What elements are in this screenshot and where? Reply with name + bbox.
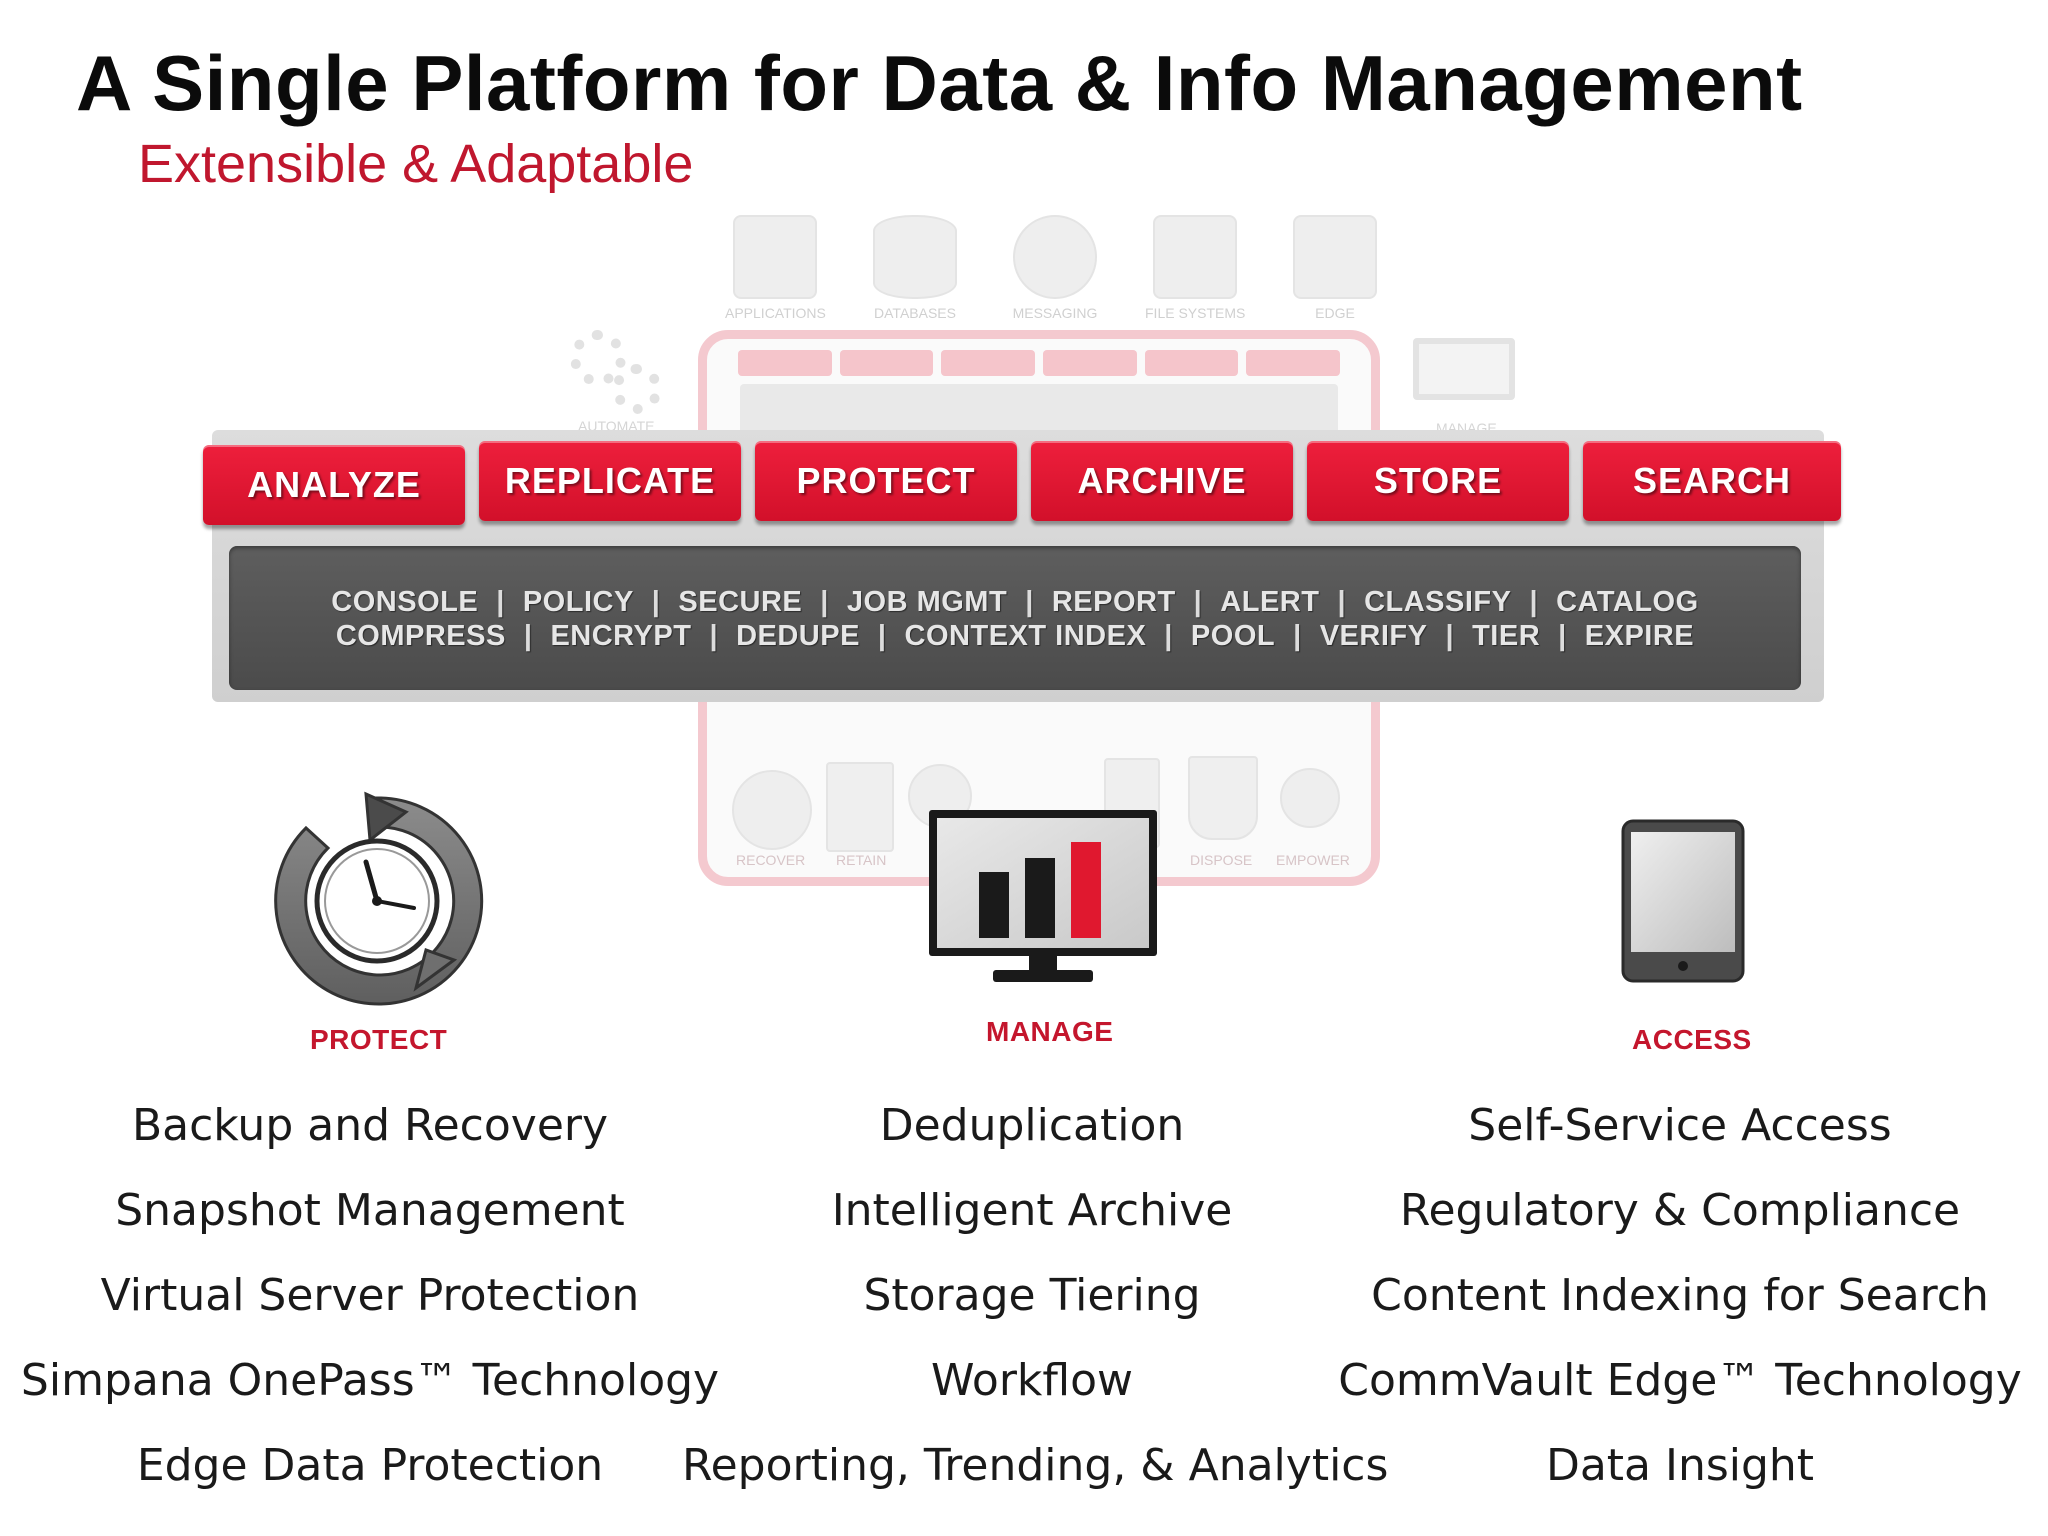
list-item: Reporting, Trending, & Analytics bbox=[682, 1440, 1389, 1491]
service-compress: COMPRESS bbox=[335, 619, 506, 652]
service-expire: EXPIRE bbox=[1584, 619, 1695, 652]
background-label: RETAIN bbox=[836, 852, 887, 868]
list-item: Snapshot Management bbox=[115, 1185, 625, 1236]
empower-icon bbox=[1280, 768, 1340, 828]
service-separator: | bbox=[1445, 619, 1455, 652]
background-label: APPLICATIONS bbox=[725, 305, 826, 321]
service-job-mgmt: JOB MGMT bbox=[846, 585, 1008, 618]
list-item: Virtual Server Protection bbox=[100, 1270, 640, 1321]
applications-icon: APPLICATIONS bbox=[725, 215, 826, 321]
service-tier: TIER bbox=[1472, 619, 1541, 652]
service-separator: | bbox=[1293, 619, 1302, 652]
list-item: Backup and Recovery bbox=[131, 1100, 609, 1151]
service-separator: | bbox=[1337, 585, 1347, 618]
databases-icon: DATABASES bbox=[865, 215, 965, 321]
service-separator: | bbox=[496, 585, 505, 618]
pillar-label-manage: MANAGE bbox=[986, 1016, 1114, 1047]
manage-monitor-icon bbox=[1413, 338, 1515, 400]
background-label: DISPOSE bbox=[1190, 852, 1253, 868]
action-protect: PROTECT bbox=[755, 441, 1017, 521]
service-separator: | bbox=[820, 585, 829, 618]
service-console: CONSOLE bbox=[331, 585, 479, 618]
background-label: RECOVER bbox=[736, 852, 806, 868]
service-report: REPORT bbox=[1051, 585, 1176, 618]
background-bottom-icons: RECOVER RETAIN DISPOSE EMPOWER bbox=[728, 752, 1368, 872]
pillar-label-access: ACCESS bbox=[1632, 1024, 1752, 1055]
services-row-1: CONSOLE | POLICY | SECURE | JOB MGMT | REPORT | AL… bbox=[229, 582, 1801, 622]
file-systems-icon: FILE SYSTEMS bbox=[1145, 215, 1245, 321]
service-separator: | bbox=[1529, 585, 1539, 618]
list-item: Content Indexing for Search bbox=[1371, 1270, 1989, 1321]
service-classify: CLASSIFY bbox=[1364, 585, 1512, 618]
service-alert: ALERT bbox=[1220, 585, 1320, 618]
service-separator: | bbox=[877, 619, 887, 652]
action-store: STORE bbox=[1307, 441, 1569, 521]
service-separator: | bbox=[523, 619, 533, 652]
service-pool: POOL bbox=[1190, 619, 1276, 652]
list-item: Data Insight bbox=[1545, 1440, 1815, 1491]
page-title: A Single Platform for Data & Info Manage… bbox=[76, 39, 1803, 127]
list-item: Edge Data Protection bbox=[136, 1440, 604, 1491]
service-verify: VERIFY bbox=[1319, 619, 1428, 652]
recover-icon bbox=[732, 770, 812, 850]
list-item: Regulatory & Compliance bbox=[1399, 1185, 1961, 1236]
background-top-icons: APPLICATIONS DATABASES MESSAGING FILE SY… bbox=[725, 215, 1385, 325]
service-dedupe: DEDUPE bbox=[736, 619, 860, 652]
background-action-row bbox=[738, 350, 1341, 376]
service-encrypt: ENCRYPT bbox=[550, 619, 692, 652]
service-separator: | bbox=[1193, 585, 1203, 618]
service-secure: SECURE bbox=[678, 585, 803, 618]
action-archive: ARCHIVE bbox=[1031, 441, 1293, 521]
list-item: Deduplication bbox=[879, 1100, 1185, 1151]
background-label: MESSAGING bbox=[1012, 305, 1098, 321]
service-separator: | bbox=[651, 585, 661, 618]
action-analyze: ANALYZE bbox=[203, 445, 465, 525]
service-policy: POLICY bbox=[522, 585, 634, 618]
background-service-row bbox=[740, 384, 1338, 434]
service-separator: | bbox=[1558, 619, 1567, 652]
service-separator: | bbox=[709, 619, 719, 652]
background-label: EMPOWER bbox=[1276, 852, 1350, 868]
services-panel: CONSOLE|POLICY|SECURE|JOB MGMT|REPORT|AL… bbox=[229, 546, 1801, 690]
page-subtitle: Extensible & Adaptable bbox=[138, 134, 694, 194]
monitor-chart-icon bbox=[929, 810, 1157, 982]
tablet-icon bbox=[1621, 819, 1745, 983]
list-item: Storage Tiering bbox=[863, 1270, 1201, 1321]
services-row-2: COMPRESS | ENCRYPT | DEDUPE | CONTEXT INDEX | PO… bbox=[229, 616, 1801, 656]
action-search: SEARCH bbox=[1583, 441, 1841, 521]
background-label: FILE SYSTEMS bbox=[1145, 305, 1246, 321]
retain-icon bbox=[826, 762, 894, 852]
list-item: Self-Service Access bbox=[1468, 1100, 1892, 1151]
automate-gears-icon bbox=[570, 330, 670, 420]
service-context-index: CONTEXT INDEX bbox=[904, 619, 1147, 652]
dispose-icon bbox=[1188, 756, 1258, 840]
edge-laptop-icon: EDGE bbox=[1285, 215, 1385, 321]
background-label: EDGE bbox=[1315, 305, 1355, 321]
clock-cycle-icon bbox=[274, 791, 484, 1006]
list-item: Workflow bbox=[930, 1355, 1134, 1406]
pillar-label-protect: PROTECT bbox=[310, 1024, 448, 1055]
background-label: DATABASES bbox=[874, 305, 956, 321]
list-item: Simpana OnePass™ Technology bbox=[20, 1355, 720, 1406]
action-replicate: REPLICATE bbox=[479, 441, 741, 521]
messaging-icon: MESSAGING bbox=[1005, 215, 1105, 321]
list-item: Intelligent Archive bbox=[831, 1185, 1233, 1236]
service-catalog: CATALOG bbox=[1556, 585, 1699, 618]
service-separator: | bbox=[1025, 585, 1034, 618]
service-separator: | bbox=[1164, 619, 1173, 652]
action-row: ANALYZE REPLICATE PROTECT ARCHIVE STORE … bbox=[203, 441, 1841, 525]
list-item: CommVault Edge™ Technology bbox=[1338, 1355, 2022, 1406]
